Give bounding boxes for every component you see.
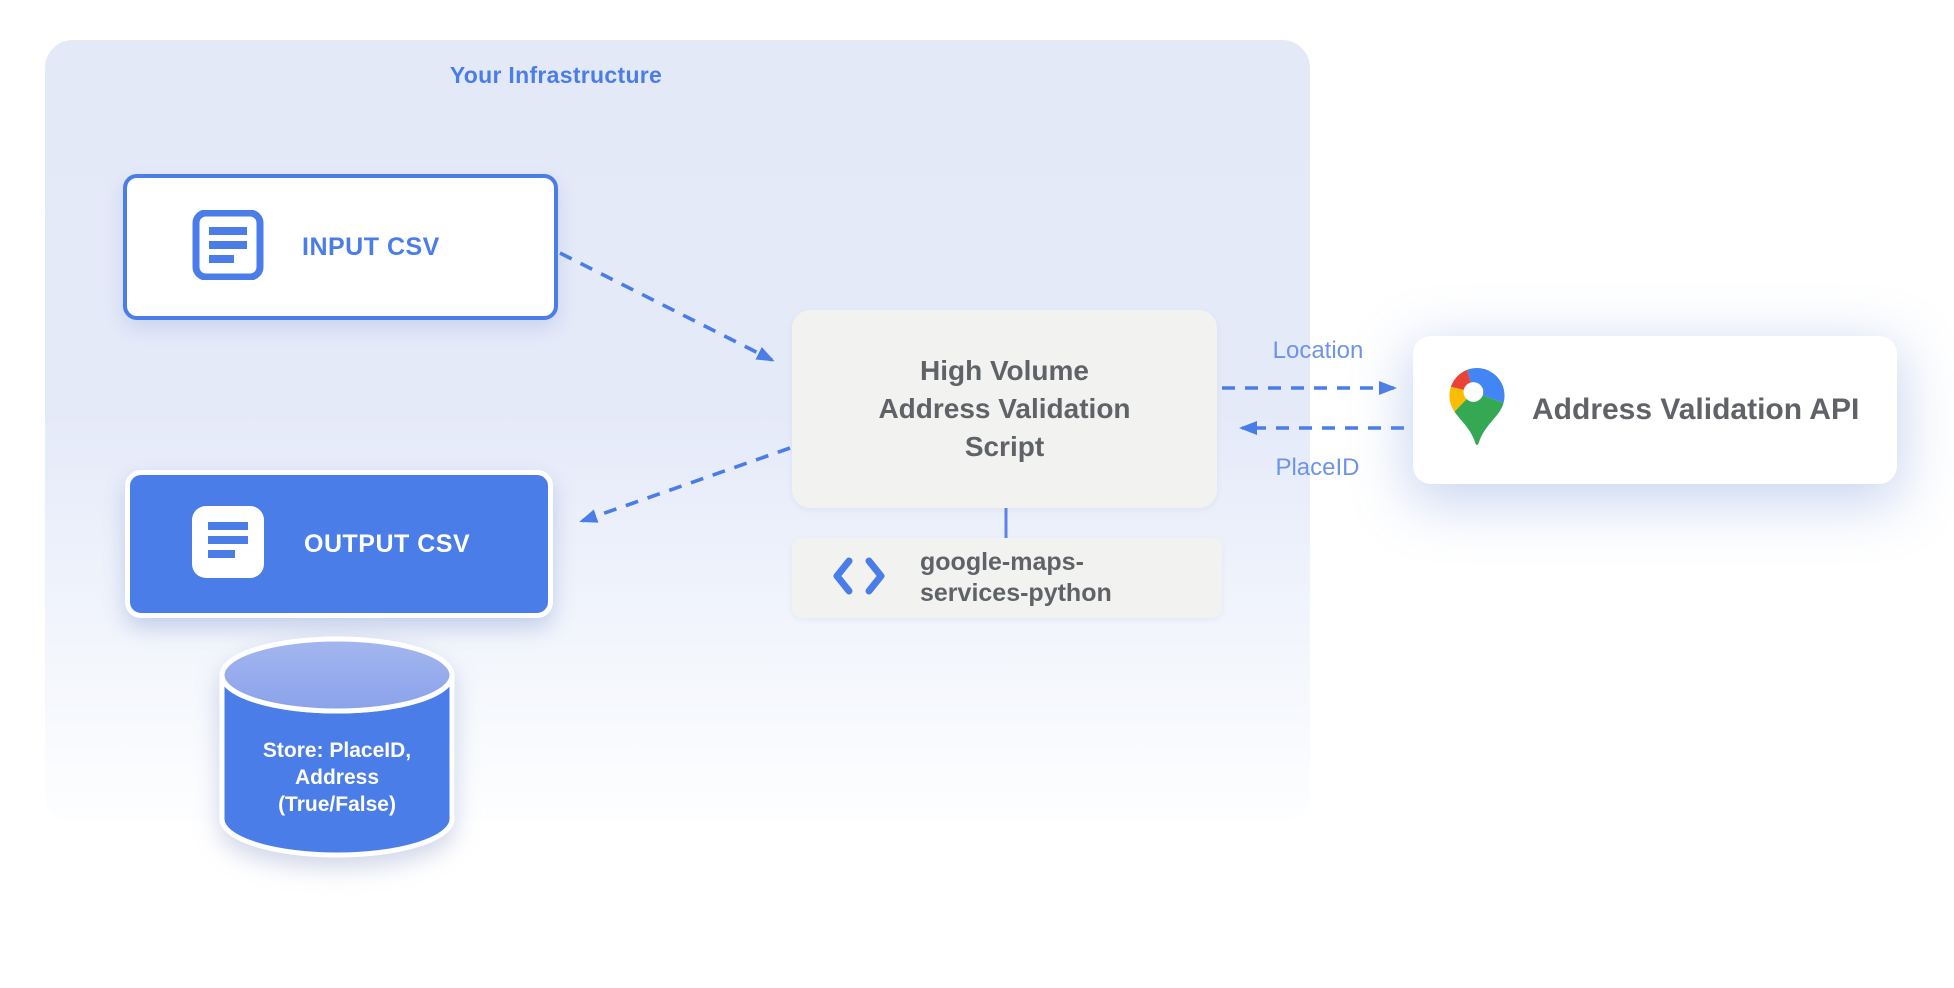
script-label-line1: High Volume: [919, 355, 1090, 386]
library-label: google-maps- services-python: [920, 547, 1112, 609]
library-label-line2: services-python: [920, 579, 1112, 607]
api-label: Address Validation API: [1532, 393, 1860, 426]
datastore-label-line2: Address: [294, 766, 380, 789]
node-library: google-maps- services-python: [792, 538, 1222, 618]
infrastructure-title: Your Infrastructure: [449, 62, 663, 88]
node-input-csv: INPUT CSV: [123, 174, 558, 320]
output-csv-label: OUTPUT CSV: [304, 529, 471, 558]
edge-label-location: Location: [1272, 337, 1364, 364]
script-label-line2: Address Validation: [878, 393, 1131, 424]
document-icon: [192, 209, 264, 285]
node-output-csv: OUTPUT CSV: [125, 470, 553, 618]
node-api: Address Validation API: [1413, 336, 1897, 484]
database-cylinder: [212, 627, 462, 867]
script-label-line3: Script: [964, 431, 1045, 462]
edge-label-placeid: PlaceID: [1275, 454, 1360, 481]
datastore-label-line3: (True/False): [278, 793, 396, 816]
code-icon: [832, 556, 886, 601]
input-csv-label: INPUT CSV: [302, 232, 440, 261]
library-label-line1: google-maps-: [920, 548, 1084, 576]
datastore-label: Store: PlaceID, Address (True/False): [212, 737, 462, 818]
google-maps-pin-icon: [1447, 368, 1507, 452]
datastore-label-line1: Store: PlaceID,: [262, 739, 412, 762]
node-script: High Volume Address Validation Script: [792, 310, 1217, 508]
document-icon: [192, 505, 264, 583]
